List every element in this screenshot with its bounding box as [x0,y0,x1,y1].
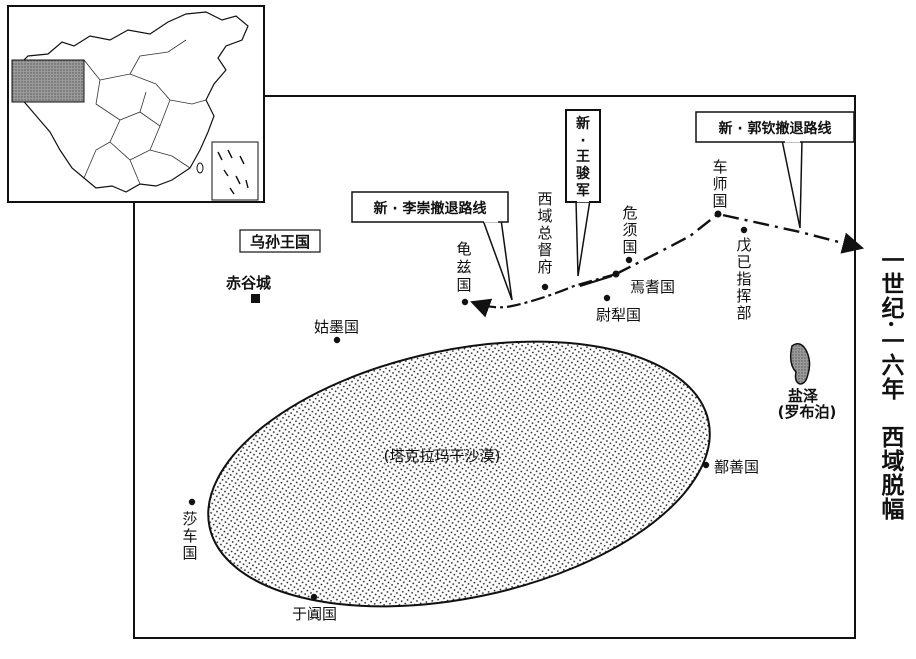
gumo-label: 姑墨国 [314,318,359,336]
svg-text:域: 域 [537,207,552,225]
svg-text:·: · [580,133,585,149]
svg-text:莎: 莎 [182,510,197,528]
svg-text:部: 部 [736,304,751,322]
south-sea-box [211,141,259,201]
duhufu-label: 西 域 总 督 府 [537,190,552,276]
province-lines [83,39,207,185]
desert-label: (塔克拉玛干沙漠) [384,447,501,465]
weili-label: 尉犁国 [596,306,641,324]
cheshi-marker [714,210,722,218]
svg-text:乌孙王国: 乌孙王国 [250,233,310,251]
shanshan-label: 鄯善国 [714,458,759,476]
svg-text:兹: 兹 [456,258,471,276]
guci-label: 龟 兹 国 [456,240,471,294]
svg-text:危: 危 [622,204,637,222]
shache-label: 莎 车 国 [182,510,197,562]
yanqi-label: 焉耆国 [630,278,675,296]
side-title: 一世纪·一六年 西域脱幅 [877,248,904,522]
chigu-city-marker [251,294,260,303]
svg-text:总: 总 [537,224,552,242]
china-inset-map [7,5,265,203]
chigu-city-label: 赤谷城 [226,274,271,292]
guo-qin-callout: 新 · 郭钦撤退路线 [695,111,855,229]
svg-text:已: 已 [736,253,751,271]
yutian-marker [310,593,318,601]
weixu-label: 危 须 国 [622,204,637,256]
guo-qin-callout-label: 新 · 郭钦撤退路线 [718,120,831,137]
svg-text:国: 国 [182,544,197,562]
svg-text:西: 西 [537,190,552,208]
svg-text:戊: 戊 [736,236,751,254]
svg-text:挥: 挥 [736,287,751,305]
svg-text:王: 王 [576,149,590,165]
wuji-marker [740,226,748,234]
li-chong-route [470,272,617,318]
yanqi-marker [612,270,620,278]
li-chong-callout-label: 新 · 李崇撤退路线 [373,200,486,217]
svg-text:车: 车 [712,158,727,176]
guo-qin-route [615,212,865,276]
svg-text:国: 国 [622,238,637,256]
shache-marker [188,498,196,506]
svg-text:国: 国 [712,192,727,210]
svg-text:督: 督 [537,241,552,259]
salt-lake [789,343,811,385]
yutian-label: 于阗国 [292,605,337,623]
svg-text:车: 车 [182,527,197,545]
svg-text:师: 师 [712,175,727,193]
xiyu-highlight [11,59,85,103]
map-frame [133,95,856,639]
taklamakan-desert [207,340,711,608]
weili-marker [603,294,611,302]
svg-text:军: 军 [576,183,590,199]
wuji-label: 戊 已 指 挥 部 [736,236,751,322]
wang-jun-callout-label: 新 [576,115,590,132]
lake-alt-label: (罗布泊) [778,403,837,421]
svg-text:国: 国 [456,276,471,294]
gumo-marker [333,336,341,344]
wang-jun-route [579,274,613,288]
svg-text:指: 指 [736,270,751,288]
china-outline [13,11,249,193]
svg-text:须: 须 [622,221,637,239]
wang-jun-callout: 新 · 王 骏 军 [565,109,601,277]
guci-marker [461,298,469,306]
duhufu-marker [541,283,549,291]
svg-text:龟: 龟 [456,240,471,258]
shanshan-marker [702,461,710,469]
svg-text:骏: 骏 [576,165,591,182]
li-chong-callout: 新 · 李崇撤退路线 [351,191,513,301]
weixu-marker [625,256,633,264]
lake-label: 盐泽 [788,387,818,405]
svg-text:府: 府 [537,258,552,276]
cheshi-label: 车 师 国 [712,158,727,210]
wusun-kingdom-label: 乌孙王国 [239,229,321,253]
